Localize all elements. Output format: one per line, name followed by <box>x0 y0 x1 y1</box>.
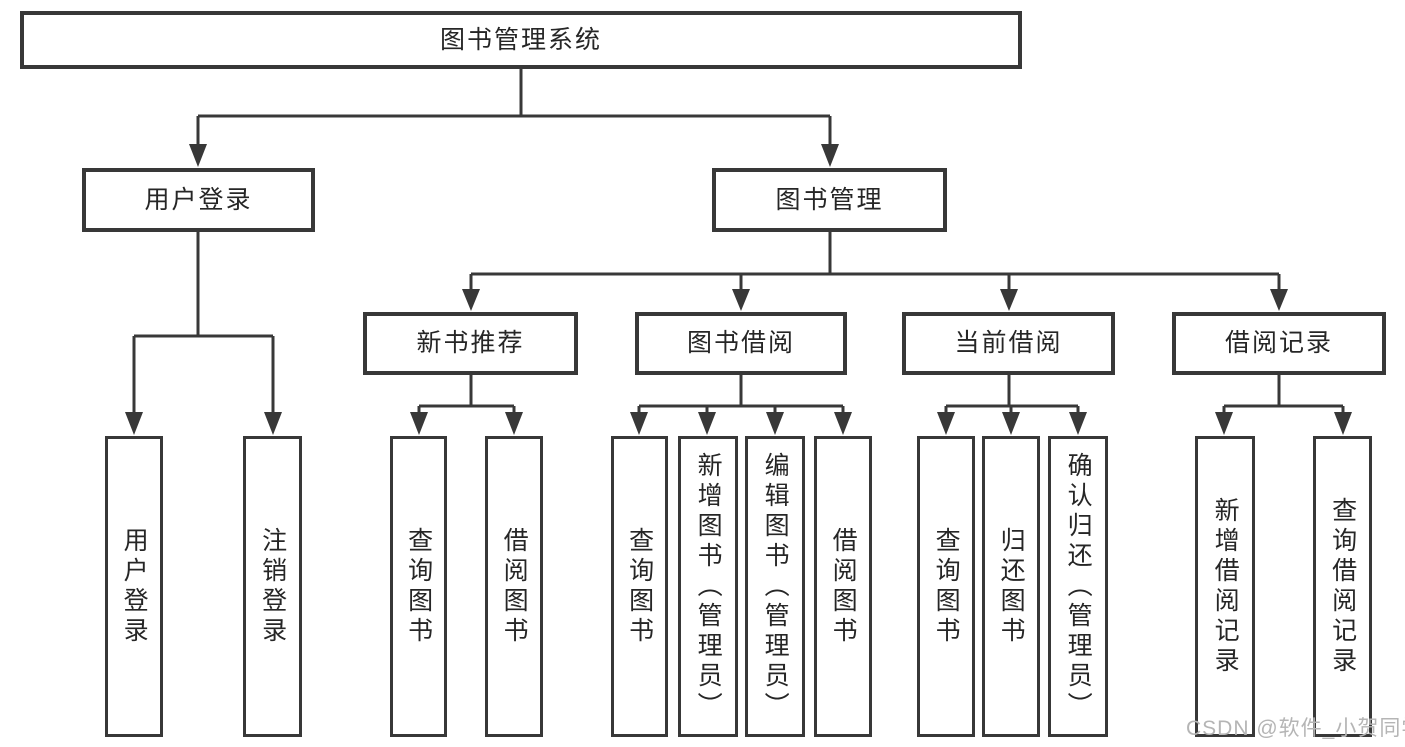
node-borrowing-records: 借阅记录 <box>1172 312 1386 375</box>
leaf-confirm-return-admin-label: 确认归还（管理员） <box>1064 451 1093 722</box>
node-current-borrowing: 当前借阅 <box>902 312 1115 375</box>
watermark: CSDN @软件_小贺同学 <box>1186 717 1405 740</box>
leaf-confirm-return-admin: 确认归还（管理员） <box>1048 436 1108 737</box>
leaf-return-books: 归还图书 <box>982 436 1040 737</box>
node-user-login-branch: 用户登录 <box>82 168 315 232</box>
leaf-query-borrow-record-label: 查询借阅记录 <box>1328 496 1357 677</box>
node-user-login-branch-label: 用户登录 <box>144 185 253 214</box>
leaf-user-login-label: 用户登录 <box>120 526 149 647</box>
node-borrowing-records-label: 借阅记录 <box>1224 329 1333 357</box>
node-library-system: 图书管理系统 <box>20 11 1022 69</box>
leaf-borrow-books-recommend-label: 借阅图书 <box>500 526 529 647</box>
leaf-query-books-borrowing-label: 查询图书 <box>625 526 654 647</box>
leaf-query-books-borrowing: 查询图书 <box>611 436 668 737</box>
node-book-borrowing: 图书借阅 <box>635 312 847 375</box>
leaf-borrow-books-recommend: 借阅图书 <box>485 436 543 737</box>
leaf-query-books-recommend-label: 查询图书 <box>404 526 433 647</box>
leaf-add-borrow-record-label: 新增借阅记录 <box>1211 496 1240 677</box>
leaf-add-books-admin: 新增图书（管理员） <box>678 436 738 737</box>
connector-arrowheads <box>125 144 1352 435</box>
node-new-book-recommendation: 新书推荐 <box>363 312 578 375</box>
leaf-user-login: 用户登录 <box>105 436 163 737</box>
leaf-edit-books-admin-label: 编辑图书（管理员） <box>761 451 790 722</box>
leaf-return-books-label: 归还图书 <box>997 526 1026 647</box>
node-book-management-label: 图书管理 <box>775 185 884 214</box>
leaf-query-books-current: 查询图书 <box>917 436 975 737</box>
leaf-logout: 注销登录 <box>243 436 302 737</box>
node-book-borrowing-label: 图书借阅 <box>686 329 795 357</box>
leaf-query-borrow-record: 查询借阅记录 <box>1313 436 1372 737</box>
leaf-borrow-books: 借阅图书 <box>814 436 872 737</box>
leaf-query-books-current-label: 查询图书 <box>932 526 961 647</box>
leaf-logout-label: 注销登录 <box>258 526 287 647</box>
node-current-borrowing-label: 当前借阅 <box>954 329 1063 357</box>
leaf-query-books-recommend: 查询图书 <box>390 436 447 737</box>
leaf-add-borrow-record: 新增借阅记录 <box>1195 436 1255 737</box>
connector-line-segments <box>132 69 1345 414</box>
node-new-book-recommendation-label: 新书推荐 <box>416 329 525 357</box>
leaf-borrow-books-label: 借阅图书 <box>829 526 858 647</box>
node-book-management: 图书管理 <box>712 168 947 232</box>
node-library-system-label: 图书管理系统 <box>439 25 602 54</box>
leaf-edit-books-admin: 编辑图书（管理员） <box>745 436 805 737</box>
leaf-add-books-admin-label: 新增图书（管理员） <box>694 451 723 722</box>
